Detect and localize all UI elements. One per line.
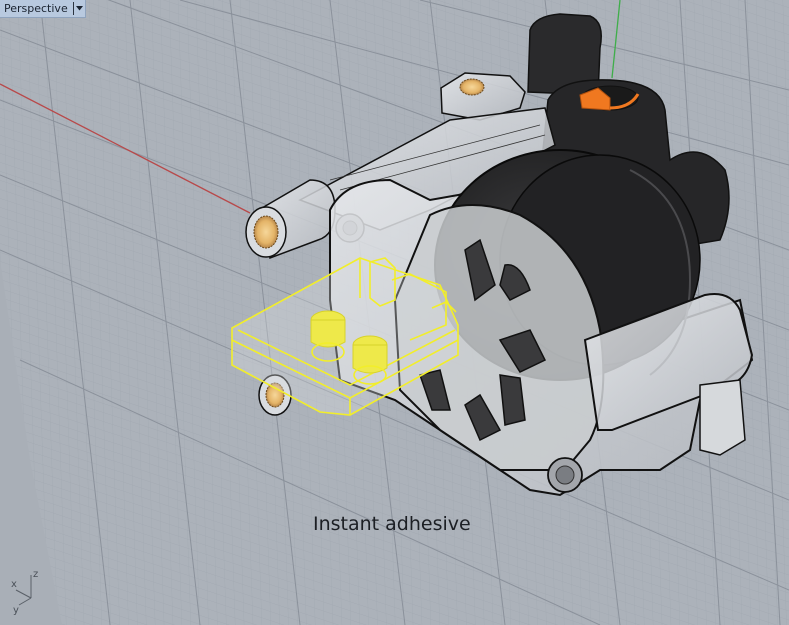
axis-triad-icon: z x y [11,569,38,615]
selected-bracket[interactable] [231,257,459,416]
x-axis-line [0,83,251,214]
caption-text: Instant adhesive [313,513,471,535]
viewport-title-tab[interactable]: Perspective [0,0,86,18]
viewport-title[interactable]: Perspective [4,2,68,15]
x-axis-label: x [11,579,17,590]
magnets [310,310,388,374]
y-axis-line [611,0,621,79]
z-axis-label: z [33,569,38,580]
y-axis-label: y [13,605,19,615]
extruder-assembly[interactable] [245,13,754,497]
chevron-down-icon[interactable] [72,2,85,15]
